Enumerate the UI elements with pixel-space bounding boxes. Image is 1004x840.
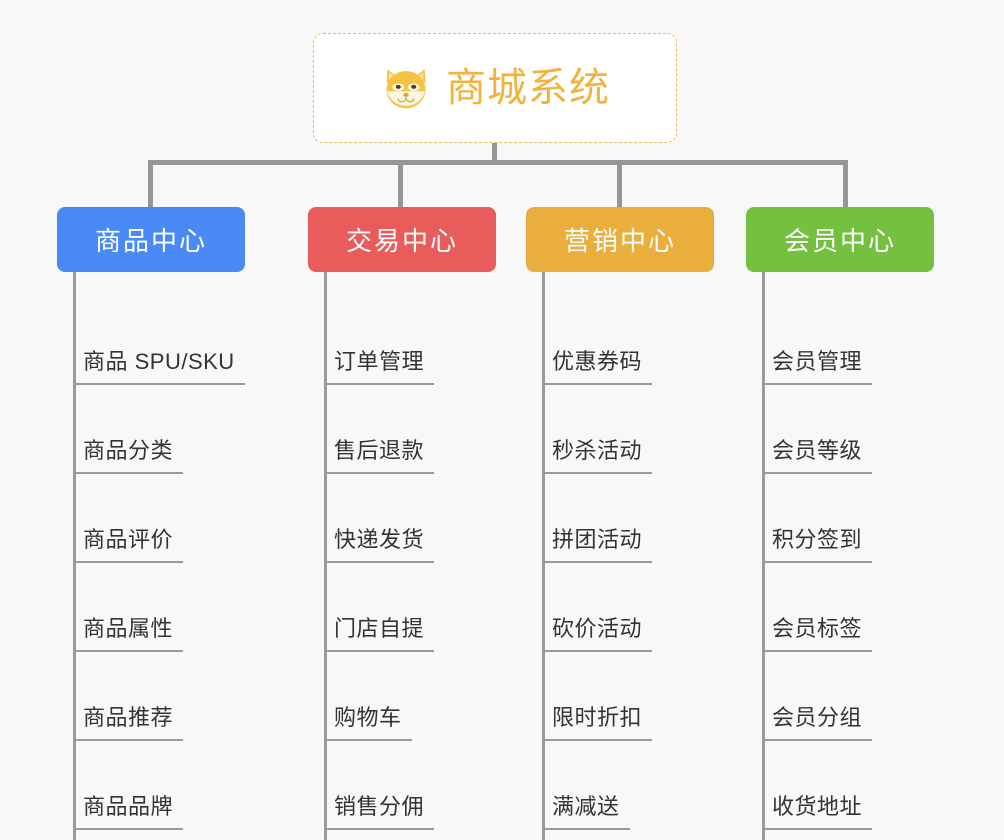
leaf-item[interactable]: 商品品牌 xyxy=(57,741,245,830)
leaf-item[interactable]: 售后退款 xyxy=(308,385,496,474)
category-header-trade[interactable]: 交易中心 xyxy=(308,207,496,272)
leaf-label: 会员管理 xyxy=(772,349,863,374)
category-title: 营销中心 xyxy=(563,226,676,256)
category-header-product[interactable]: 商品中心 xyxy=(57,207,245,272)
leaf-label: 商品评价 xyxy=(83,527,174,552)
leaf-item[interactable]: 会员等级 xyxy=(746,385,934,474)
leaf-item[interactable]: 满减送 xyxy=(526,741,714,830)
leaf-item[interactable]: 会员管理 xyxy=(746,296,934,385)
leaf-label: 门店自提 xyxy=(334,616,425,641)
column-trunk-line xyxy=(542,272,545,840)
leaf-label: 商品推荐 xyxy=(83,705,174,730)
category-title: 交易中心 xyxy=(345,226,458,256)
root-title: 商城系统 xyxy=(446,66,610,110)
category-column-trade: 交易中心 订单管理 售后退款 快递发货 门店自提 购物车 销售分佣 xyxy=(308,207,496,840)
column-trunk-line xyxy=(324,272,327,840)
leaf-item[interactable]: 门店自提 xyxy=(308,563,496,652)
leaf-item[interactable]: 商品推荐 xyxy=(57,652,245,741)
leaf-item[interactable]: 购物车 xyxy=(308,652,496,741)
leaf-label: 砍价活动 xyxy=(552,616,643,641)
leaf-label: 收货地址 xyxy=(772,794,863,819)
category-title: 会员中心 xyxy=(783,226,896,256)
leaf-label: 商品分类 xyxy=(83,438,174,463)
leaf-item[interactable]: 商品评价 xyxy=(57,474,245,563)
category-header-member[interactable]: 会员中心 xyxy=(746,207,934,272)
leaf-item[interactable]: 会员标签 xyxy=(746,563,934,652)
shiba-inu-dog-face-icon xyxy=(380,62,432,114)
leaf-item[interactable]: 优惠券码 xyxy=(526,296,714,385)
leaf-item[interactable]: 销售分佣 xyxy=(308,741,496,830)
leaf-label: 满减送 xyxy=(552,794,620,819)
category-column-member: 会员中心 会员管理 会员等级 积分签到 会员标签 会员分组 收货地址 xyxy=(746,207,934,840)
leaf-label: 积分签到 xyxy=(772,527,863,552)
connector-drop-1 xyxy=(398,160,403,208)
leaf-label: 快递发货 xyxy=(334,527,425,552)
leaf-item[interactable]: 订单管理 xyxy=(308,296,496,385)
category-title: 商品中心 xyxy=(94,226,207,256)
leaf-label: 拼团活动 xyxy=(552,527,643,552)
leaf-item[interactable]: 积分签到 xyxy=(746,474,934,563)
root-node[interactable]: 商城系统 xyxy=(313,33,677,143)
leaf-label: 购物车 xyxy=(334,705,402,730)
connector-drop-0 xyxy=(148,160,153,208)
leaf-label: 商品 SPU/SKU xyxy=(83,349,235,374)
leaf-item[interactable]: 商品 SPU/SKU xyxy=(57,296,245,385)
leaf-list-member: 会员管理 会员等级 积分签到 会员标签 会员分组 收货地址 xyxy=(746,272,934,830)
leaf-label: 优惠券码 xyxy=(552,349,643,374)
leaf-item[interactable]: 收货地址 xyxy=(746,741,934,830)
leaf-label: 商品属性 xyxy=(83,616,174,641)
leaf-label: 会员分组 xyxy=(772,705,863,730)
leaf-label: 销售分佣 xyxy=(334,794,425,819)
leaf-label: 售后退款 xyxy=(334,438,425,463)
leaf-label: 会员等级 xyxy=(772,438,863,463)
column-trunk-line xyxy=(73,272,76,840)
leaf-list-product: 商品 SPU/SKU 商品分类 商品评价 商品属性 商品推荐 商品品牌 xyxy=(57,272,245,830)
connector-bus xyxy=(148,160,848,165)
leaf-label: 商品品牌 xyxy=(83,794,174,819)
leaf-item[interactable]: 限时折扣 xyxy=(526,652,714,741)
leaf-list-trade: 订单管理 售后退款 快递发货 门店自提 购物车 销售分佣 xyxy=(308,272,496,830)
category-header-marketing[interactable]: 营销中心 xyxy=(526,207,714,272)
connector-drop-3 xyxy=(843,160,848,208)
connector-root-stub xyxy=(492,143,497,164)
leaf-item[interactable]: 商品属性 xyxy=(57,563,245,652)
leaf-item[interactable]: 快递发货 xyxy=(308,474,496,563)
leaf-label: 秒杀活动 xyxy=(552,438,643,463)
leaf-label: 会员标签 xyxy=(772,616,863,641)
leaf-item[interactable]: 秒杀活动 xyxy=(526,385,714,474)
category-column-product: 商品中心 商品 SPU/SKU 商品分类 商品评价 商品属性 商品推荐 商品品牌 xyxy=(57,207,245,840)
leaf-item[interactable]: 拼团活动 xyxy=(526,474,714,563)
leaf-list-marketing: 优惠券码 秒杀活动 拼团活动 砍价活动 限时折扣 满减送 xyxy=(526,272,714,830)
leaf-label: 订单管理 xyxy=(334,349,425,374)
leaf-label: 限时折扣 xyxy=(552,705,643,730)
leaf-item[interactable]: 砍价活动 xyxy=(526,563,714,652)
leaf-item[interactable]: 会员分组 xyxy=(746,652,934,741)
connector-drop-2 xyxy=(617,160,622,208)
column-trunk-line xyxy=(762,272,765,840)
leaf-item[interactable]: 商品分类 xyxy=(57,385,245,474)
category-column-marketing: 营销中心 优惠券码 秒杀活动 拼团活动 砍价活动 限时折扣 满减送 xyxy=(526,207,714,840)
